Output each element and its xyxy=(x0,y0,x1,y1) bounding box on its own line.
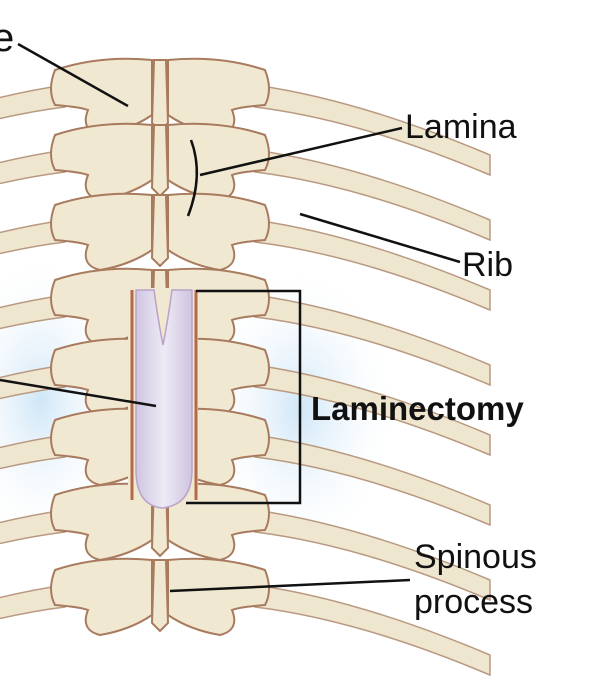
ribs xyxy=(0,84,491,677)
vertebra-lamina xyxy=(167,192,270,272)
vertebra-lamina xyxy=(50,407,153,487)
rib xyxy=(0,294,66,330)
label-lamina: Lamina xyxy=(405,108,517,146)
label-partial-top-left: e xyxy=(0,16,15,60)
label-laminectomy: Laminectomy xyxy=(311,390,524,427)
rib xyxy=(254,434,491,527)
vertebra-lamina xyxy=(50,122,153,202)
rib xyxy=(0,364,66,400)
rib xyxy=(254,294,491,387)
rib xyxy=(254,364,491,457)
rib xyxy=(254,149,491,242)
rib xyxy=(0,149,66,185)
spinous-process xyxy=(150,59,170,133)
spinous-process xyxy=(150,124,170,198)
leader-lines xyxy=(0,42,461,593)
spinous-process xyxy=(150,559,170,633)
vertebra-lamina xyxy=(167,557,270,637)
rib xyxy=(254,84,491,177)
exposed-spinal-cord xyxy=(128,288,198,509)
rib xyxy=(0,219,66,255)
rib xyxy=(0,509,66,545)
rib xyxy=(254,219,491,312)
vertebra-lamina xyxy=(50,482,153,562)
spinous-process xyxy=(150,194,170,268)
rib xyxy=(254,584,491,677)
rib xyxy=(254,509,491,602)
label-spinous-process-line1: Spinous xyxy=(414,538,537,576)
rib xyxy=(0,434,66,470)
label-spinous-process-line2: process xyxy=(414,583,534,621)
rib xyxy=(0,584,66,620)
label-rib: Rib xyxy=(462,246,514,284)
rib xyxy=(0,84,66,120)
vertebra-lamina xyxy=(50,192,153,272)
vertebra-lamina xyxy=(50,557,153,637)
